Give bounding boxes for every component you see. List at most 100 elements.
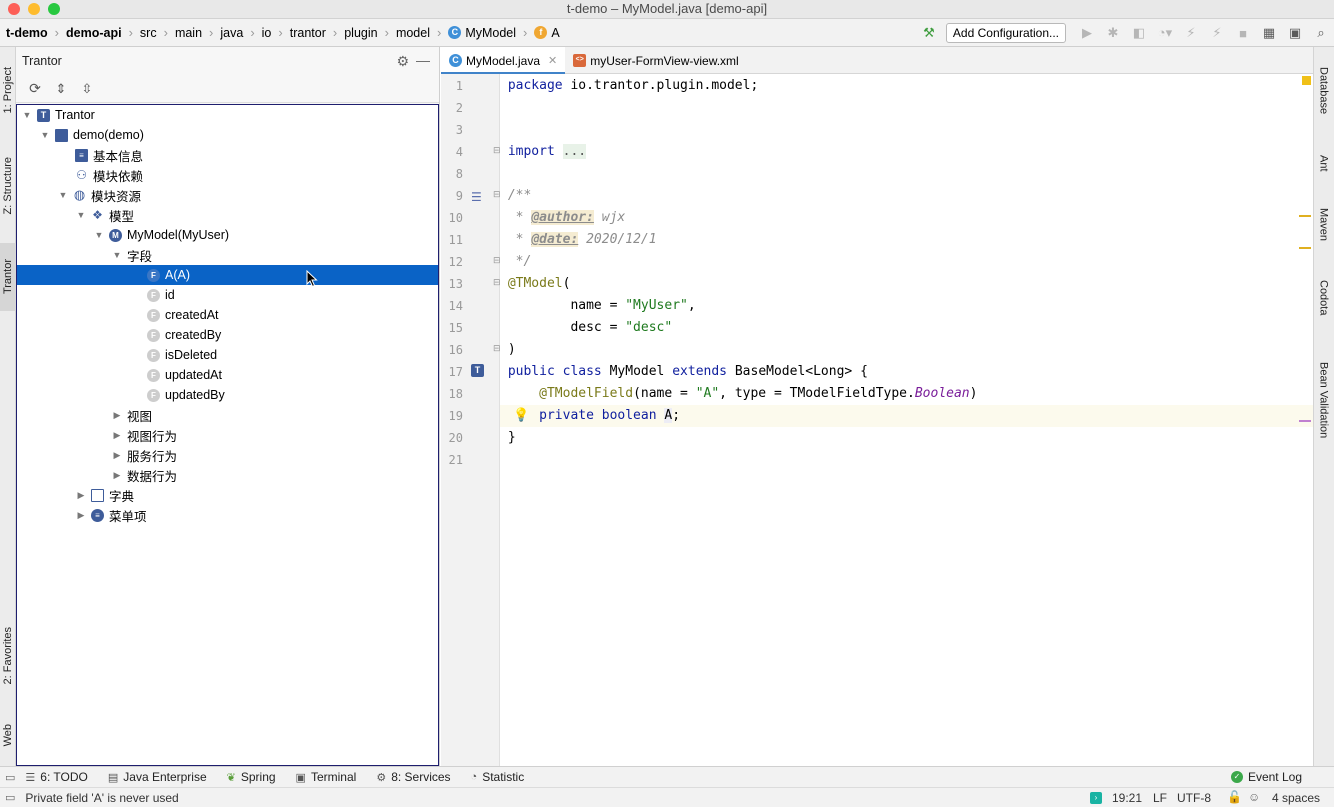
ant-tool-tab[interactable]: Ant [1317,154,1330,172]
collapsed-arrow-icon[interactable]: ▶ [113,469,121,480]
stop-icon[interactable]: ■ [1239,25,1247,41]
file-encoding[interactable]: UTF-8 [1177,791,1211,805]
breadcrumb-item[interactable]: trantor [289,25,326,40]
gear-icon[interactable]: ⚙ [396,53,409,69]
tree-item-views[interactable]: ▶视图 [17,405,438,425]
tree-item-dependencies[interactable]: ⚇模块依赖 [76,168,144,184]
collapsed-arrow-icon[interactable]: ▶ [113,409,121,420]
tree-item-resources[interactable]: ▼◍模块资源 [58,187,142,204]
fold-icon[interactable]: ⊟ [493,145,501,155]
statistic-tool-button[interactable]: ◔Statistic [470,770,525,784]
breadcrumb-item[interactable]: demo-api [66,25,122,40]
project-structure-icon[interactable]: ▦ [1262,25,1276,40]
breadcrumb-item[interactable]: src [139,25,157,40]
breadcrumb-item[interactable]: model [395,25,430,40]
collapsed-arrow-icon[interactable]: ▶ [77,489,85,500]
lightbulb-icon[interactable]: 💡 [513,407,530,422]
expanded-arrow-icon[interactable]: ▼ [40,130,50,140]
fold-icon[interactable]: ⊟ [493,277,501,287]
search-icon[interactable]: ⌕ [1317,25,1325,40]
todo-tool-button[interactable]: ☰6: TODO [25,770,88,784]
debug-icon[interactable]: ✱ [1107,25,1119,40]
tree-item-fields[interactable]: ▼字段 [112,249,153,264]
services-tool-button[interactable]: ⚙8: Services [376,770,451,784]
breadcrumb-item[interactable]: main [174,25,203,40]
java-enterprise-tool-button[interactable]: ▤Java Enterprise [107,770,207,784]
collapsed-arrow-icon[interactable]: ▶ [77,509,85,520]
close-tab-icon[interactable]: ✕ [548,55,558,67]
line-ending[interactable]: LF [1153,791,1168,805]
status-window-icon[interactable]: ▭ [5,792,16,804]
caret-position[interactable]: 19:21 [1112,791,1143,805]
tab-form-view-xml[interactable]: <>myUser-FormView-view.xml [565,47,746,74]
maximize-window-icon[interactable] [48,3,60,15]
expanded-arrow-icon[interactable]: ▼ [76,210,86,220]
fold-icon[interactable]: ⊟ [493,343,501,353]
structure-tool-tab[interactable]: Z: Structure [2,157,14,215]
event-log-button[interactable]: ✓Event Log [1230,770,1302,784]
expanded-arrow-icon[interactable]: ▼ [22,110,32,120]
trantor-tool-tab[interactable]: Trantor [0,243,16,311]
fold-icon[interactable]: ⊟ [493,255,501,265]
tree-item-dictionary[interactable]: ▶字典 [17,485,438,505]
rendered-doc-icon[interactable]: ☰ [471,190,482,204]
breadcrumb-item[interactable]: java [220,25,244,40]
attach-debugger-icon[interactable]: ⚡ [1186,25,1196,40]
database-tool-tab[interactable]: Database [1317,67,1330,115]
collapsed-arrow-icon[interactable]: ▶ [113,429,121,440]
favorites-tool-tab[interactable]: 2: Favorites [2,626,14,685]
refresh-icon[interactable]: ⟳ [29,80,41,96]
tree-item-basic-info[interactable]: ≡基本信息 [17,145,438,165]
tree-item-demo[interactable]: ▼demo(demo) [40,128,144,142]
tree-item-data-actions[interactable]: ▶数据行为 [17,465,438,485]
codota-tool-tab[interactable]: Codota [1317,280,1330,316]
minimize-panel-icon[interactable]: — [416,52,430,68]
code-editor[interactable]: package io.trantor.plugin.model; import … [500,74,1313,766]
breadcrumb-item[interactable]: io [261,25,272,40]
close-window-icon[interactable] [8,3,20,15]
breadcrumb-item[interactable]: plugin [344,25,378,40]
run-icon[interactable]: ▶ [1082,25,1092,40]
maven-tool-tab[interactable]: Maven [1317,208,1330,242]
toggle-tool-windows-icon[interactable]: ▭ [5,771,16,784]
trantor-gutter-icon[interactable]: T [471,364,484,377]
tree-item-view-actions[interactable]: ▶视图行为 [17,425,438,445]
collapse-all-icon[interactable]: ⇳ [81,80,93,96]
terminal-tool-button[interactable]: ▣Terminal [295,770,357,784]
add-configuration-button[interactable]: Add Configuration... [945,23,1066,43]
bean-validation-tool-tab[interactable]: Bean Validation [1317,361,1330,439]
tree-item-menu[interactable]: ▶≡菜单项 [17,505,438,525]
expand-all-icon[interactable]: ⇕ [55,80,67,96]
rerun-icon[interactable]: ⚡ [1212,25,1222,40]
spring-tool-button[interactable]: ❦Spring [226,770,276,784]
indent-setting[interactable]: 4 spaces [1272,791,1321,805]
expanded-arrow-icon[interactable]: ▼ [112,250,122,260]
lock-icon[interactable]: 🔓 [1227,790,1242,804]
build-hammer-icon[interactable]: ⚒ [923,25,935,40]
tree-item-service-actions[interactable]: ▶服务行为 [17,445,438,465]
folded-imports[interactable]: ... [562,144,587,159]
codota-status-icon[interactable]: › [1090,792,1102,804]
coverage-icon[interactable]: ◧ [1132,25,1146,40]
tree-item-models[interactable]: ▼❖模型 [76,208,135,224]
expanded-arrow-icon[interactable]: ▼ [94,230,104,240]
web-tool-tab[interactable]: Web [2,723,14,747]
expanded-arrow-icon[interactable]: ▼ [58,190,68,200]
project-tool-tab[interactable]: 1: Project [2,66,14,114]
inspector-icon[interactable]: ☺ [1248,790,1261,804]
minimize-window-icon[interactable] [28,3,40,15]
run-anything-icon[interactable]: ▣ [1288,25,1302,40]
warning-marker-icon[interactable] [1302,76,1311,85]
collapsed-arrow-icon[interactable]: ▶ [113,449,121,460]
